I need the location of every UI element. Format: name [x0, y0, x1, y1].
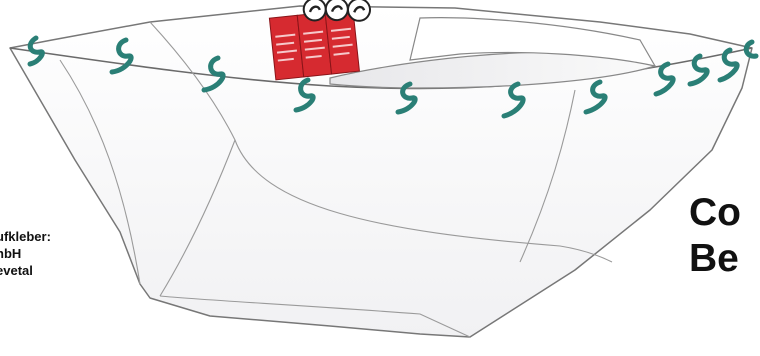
bag-facet-lines — [59, 21, 613, 338]
tie-icon — [109, 37, 134, 75]
lid-flap — [409, 17, 657, 67]
tie-icon — [201, 55, 226, 93]
tie-icon — [501, 81, 526, 119]
tie-icon — [743, 39, 759, 59]
tie-icon — [293, 77, 316, 113]
tie-icon — [395, 81, 418, 115]
right-heading-line-1: Co — [689, 191, 741, 234]
left-caption: ufkleber: nbH evetal — [0, 228, 51, 279]
tie-icon — [717, 47, 740, 83]
tie-icon — [687, 53, 710, 87]
left-caption-line-1: ufkleber: — [0, 229, 51, 244]
right-heading-line-2: Be — [689, 237, 739, 280]
sticker-symbol-icon — [347, 0, 372, 22]
right-heading: Co Be — [689, 190, 741, 282]
left-caption-line-3: evetal — [0, 263, 33, 278]
tie-icon — [583, 79, 608, 115]
left-caption-line-2: nbH — [0, 246, 22, 261]
tie-icon — [27, 35, 45, 67]
tie-icon — [653, 61, 676, 97]
sticker-group — [268, 0, 372, 81]
